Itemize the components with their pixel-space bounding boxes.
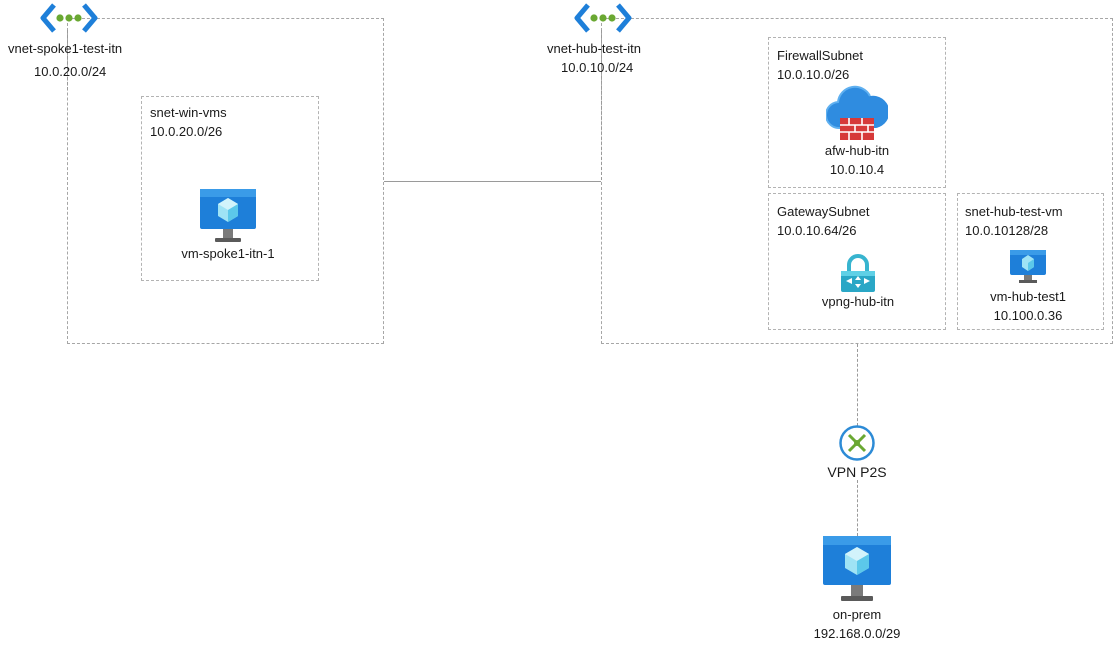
on-prem-icon [822,535,892,603]
vpn-connection-name: VPN P2S [827,464,887,480]
hub-vm-subnet-name: snet-hub-test-vm [965,204,1063,219]
hub-vm-icon [1009,249,1047,285]
firewall-subnet-name: FirewallSubnet [777,48,863,63]
spoke-subnet-name: snet-win-vms [150,105,227,120]
hub-vm-ip: 10.100.0.36 [993,308,1063,323]
spoke-vm-icon [199,188,257,244]
firewall-ip: 10.0.10.4 [829,162,885,177]
hub-to-vpn-line [857,344,858,426]
connection-icon [838,424,876,462]
on-prem-name: on-prem [832,607,882,622]
spoke-vm-name: vm-spoke1-itn-1 [181,246,275,261]
hub-vnet-name: vnet-hub-test-itn [547,41,641,56]
spoke-subnet-cidr: 10.0.20.0/26 [150,124,223,139]
hub-vnet-icon [574,2,632,34]
firewall-icon [826,84,888,142]
spoke-subnet-container [141,96,319,281]
spoke-vnet-container [67,18,384,344]
vpn-gateway-name: vpng-hub-itn [821,294,895,309]
hub-vm-subnet-cidr: 10.0.10128/28 [965,223,1049,238]
hub-vm-name: vm-hub-test1 [990,289,1066,304]
spoke-vnet-icon [40,2,98,34]
spoke-vnet-cidr: 10.0.20.0/24 [34,64,107,79]
hub-vnet-container [601,18,1113,344]
hub-vnet-cidr: 10.0.10.0/24 [561,60,634,75]
on-prem-cidr: 192.168.0.0/29 [813,626,901,641]
gateway-subnet-cidr: 10.0.10.64/26 [777,223,857,238]
gateway-subnet-name: GatewaySubnet [777,204,870,219]
firewall-name: afw-hub-itn [824,143,890,158]
vpn-gateway-icon [838,254,878,294]
hub-vnet-edge-line [601,30,602,180]
gateway-subnet-container [768,193,946,330]
spoke-vnet-edge-line [67,30,68,90]
vpn-to-onprem-line [857,480,858,536]
firewall-subnet-cidr: 10.0.10.0/26 [777,67,850,82]
hub-vm-subnet-container [957,193,1104,330]
spoke-vnet-name: vnet-spoke1-test-itn [8,41,123,56]
peering-line [384,181,601,182]
firewall-subnet-container [768,37,946,188]
